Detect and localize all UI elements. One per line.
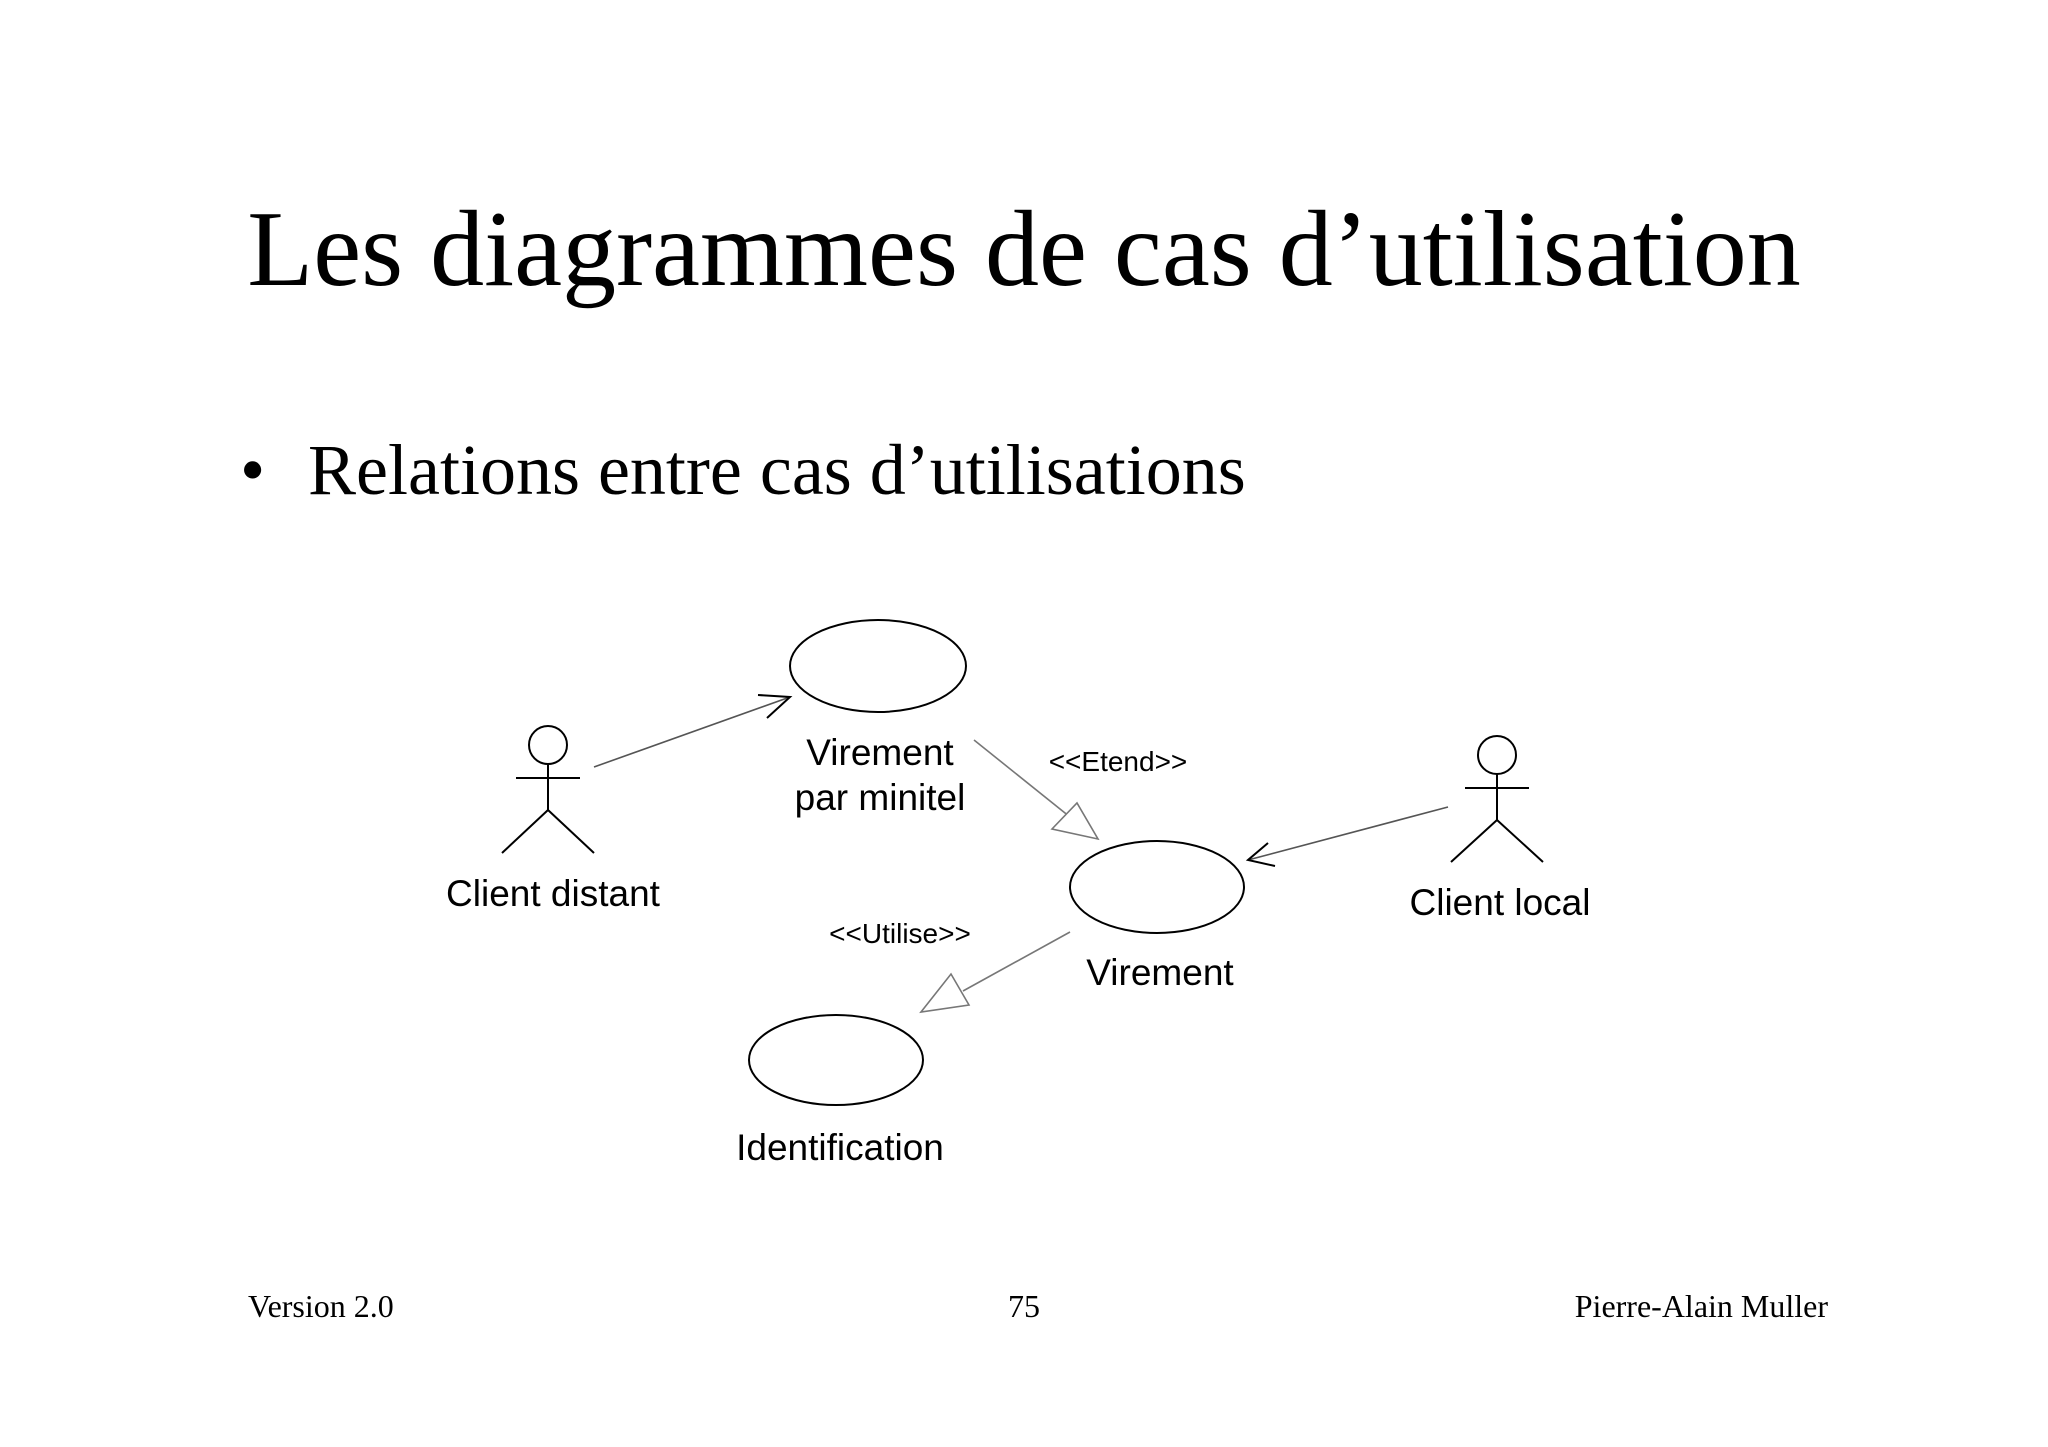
footer-version: Version 2.0 (248, 1288, 394, 1324)
use-case-identification (748, 1014, 924, 1106)
bullet-symbol: • (240, 430, 266, 510)
use-case-label-virement-par-minitel-line2: par minitel (795, 777, 966, 818)
actor-right-leg (547, 809, 595, 854)
actor-client-local (1450, 735, 1544, 863)
actor-right-leg (1496, 819, 1544, 863)
use-case-label-virement: Virement (1086, 952, 1234, 993)
actor-label-client-distant: Client distant (446, 873, 661, 914)
actor-head (528, 725, 568, 765)
open-arrow-head (1245, 842, 1276, 867)
hollow-triangle-arrow-head (1050, 801, 1100, 841)
bullet-text: Relations entre cas d’utilisations (308, 430, 1246, 510)
footer-page-number: 75 (1008, 1288, 1040, 1324)
actor-client-distant (501, 725, 595, 854)
stereotype-utilise: <<Utilise>> (829, 918, 971, 949)
association-client-distant-virement-minitel (593, 694, 793, 768)
use-case-label-virement-par-minitel-line1: Virement (806, 732, 954, 773)
open-arrow-head (757, 694, 793, 719)
footer-author: Pierre-Alain Muller (1574, 1288, 1828, 1324)
association-client-local-virement (1245, 806, 1449, 867)
slide-title: Les diagrammes de cas d’utilisation (247, 190, 1801, 309)
extend-relation (973, 739, 1100, 841)
use-case-virement-par-minitel (789, 619, 967, 713)
actor-label-client-local: Client local (1410, 882, 1591, 923)
bullet-item: • Relations entre cas d’utilisations (240, 428, 1246, 512)
hollow-triangle-arrow-head (919, 972, 971, 1014)
use-case-virement (1069, 840, 1245, 934)
actor-left-leg (1450, 819, 1498, 863)
actor-head (1477, 735, 1517, 775)
stereotype-etend: <<Etend>> (1049, 746, 1188, 777)
include-relation (919, 931, 1071, 1014)
use-case-label-identification: Identification (736, 1127, 944, 1168)
actor-left-leg (501, 809, 549, 854)
